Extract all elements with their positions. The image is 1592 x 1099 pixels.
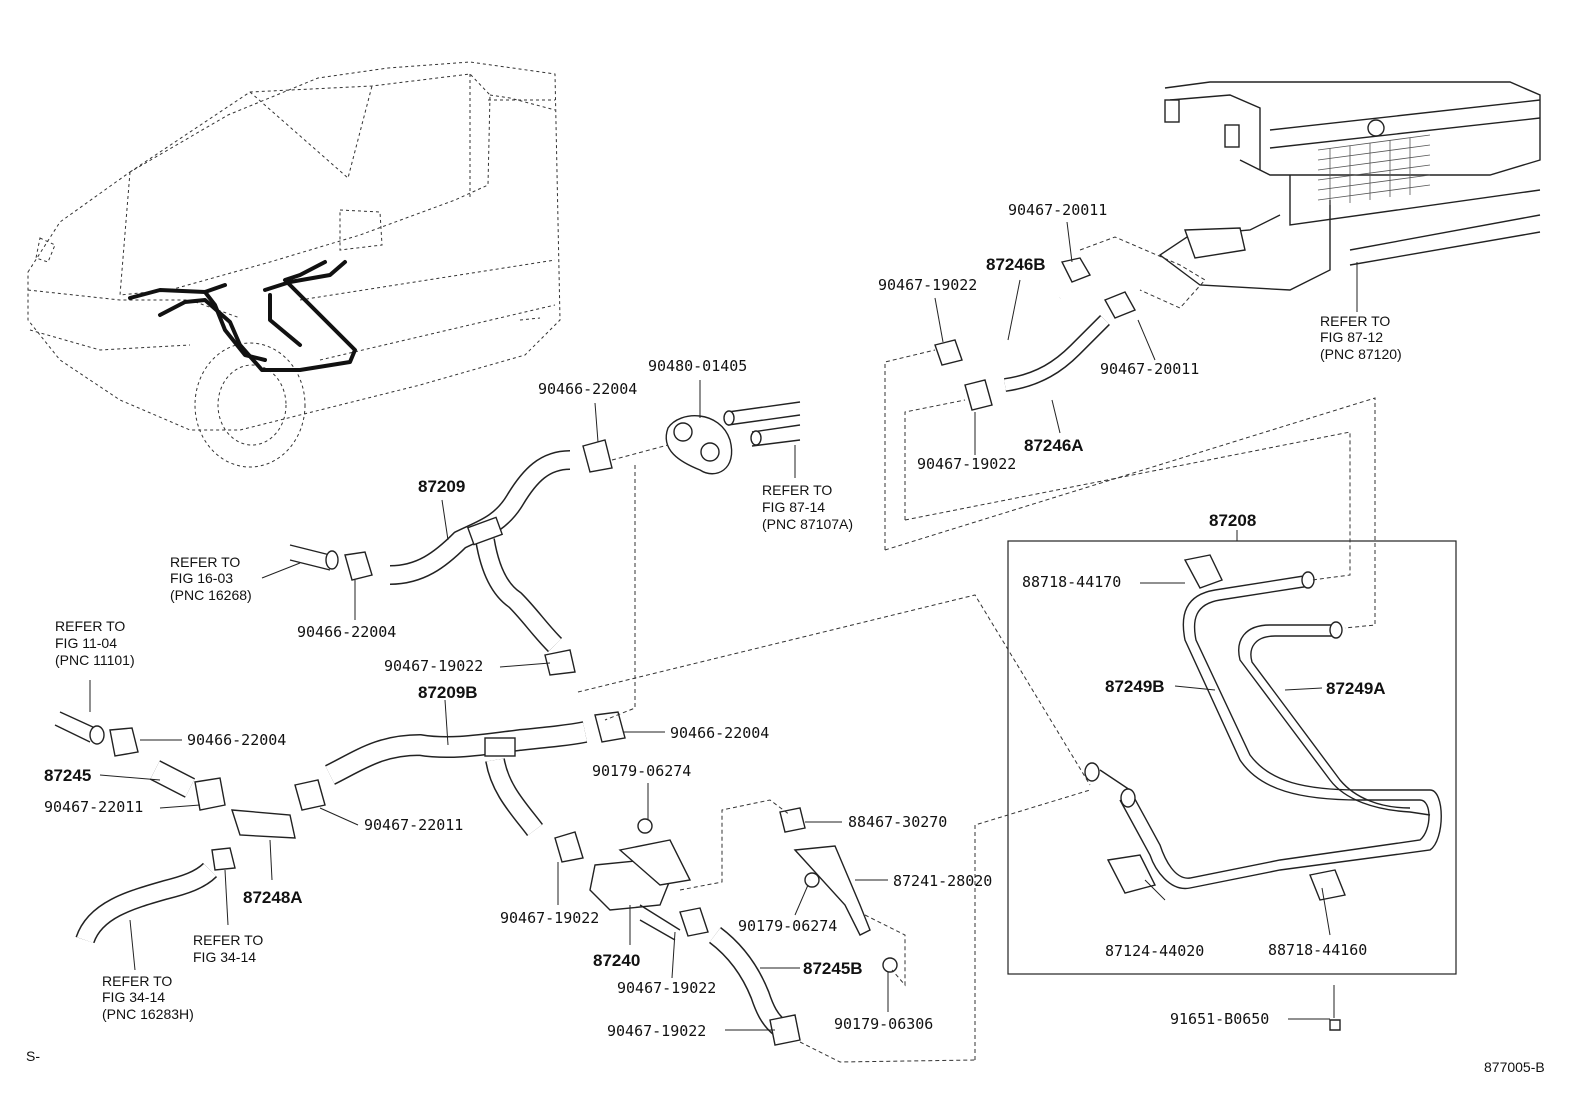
wire-harness-highlight — [128, 260, 357, 372]
label-87246B: 87246B — [986, 255, 1046, 274]
label-90466-22004-left: 90466-22004 — [297, 623, 396, 641]
hose-87209B-illustration — [294, 711, 626, 863]
label-90466-22004-top: 90466-22004 — [538, 380, 637, 398]
label-87249B: 87249B — [1105, 677, 1165, 696]
label-87209B: 87209B — [418, 683, 478, 702]
assembly-box-87208 — [1007, 540, 1457, 975]
hose-87246A-illustration — [964, 291, 1136, 411]
footer-left-mark: S- — [26, 1048, 40, 1064]
label-87249A: 87249A — [1326, 679, 1386, 698]
reference-34-14-b: REFER TO FIG 34-14 (PNC 16283H) — [102, 973, 194, 1022]
label-87248A: 87248A — [243, 888, 303, 907]
reference-87-12: REFER TO FIG 87-12 (PNC 87120) — [1320, 313, 1402, 362]
vehicle-outline-illustration — [27, 61, 561, 468]
reference-callouts: REFER TO FIG 87-12 (PNC 87120) REFER TO … — [55, 313, 1402, 1022]
label-88718-44170: 88718-44170 — [1022, 573, 1121, 591]
label-90179-06274-lower: 90179-06274 — [738, 917, 837, 935]
label-91651-B0650: 91651-B0650 — [1170, 1010, 1269, 1028]
label-90467-20011-top: 90467-20011 — [1008, 201, 1107, 219]
reference-34-14-a: REFER TO FIG 34-14 — [193, 932, 263, 965]
svg-text:REFER TO: REFER TO — [55, 618, 125, 634]
label-87241-28020: 87241-28020 — [893, 872, 992, 890]
label-87240: 87240 — [593, 951, 640, 970]
leader-lines — [89, 221, 1358, 1031]
label-90466-22004-far-left: 90466-22004 — [187, 731, 286, 749]
label-87246A: 87246A — [1024, 436, 1084, 455]
reference-11-04: REFER TO FIG 11-04 (PNC 11101) — [55, 618, 135, 668]
svg-text:REFER TO: REFER TO — [193, 932, 263, 948]
diagram-code: 877005-B — [1484, 1059, 1545, 1075]
grommet-illustration — [665, 401, 801, 475]
label-90480-01405: 90480-01405 — [648, 357, 747, 375]
label-90467-19022-upper: 90467-19022 — [878, 276, 977, 294]
label-87124-44020: 87124-44020 — [1105, 942, 1204, 960]
label-90467-19022-lower: 90467-19022 — [500, 909, 599, 927]
hose-87209-illustration — [289, 439, 613, 676]
svg-text:REFER TO: REFER TO — [170, 554, 240, 570]
label-88718-44160: 88718-44160 — [1268, 941, 1367, 959]
heater-unit-illustration — [1158, 81, 1541, 291]
label-90467-20011-mid: 90467-20011 — [1100, 360, 1199, 378]
hose-87246B-illustration — [934, 257, 1092, 366]
label-90467-19022-bottom: 90467-19022 — [607, 1022, 706, 1040]
svg-text:FIG 87-14: FIG 87-14 — [762, 499, 825, 515]
hose-87245B-illustration — [708, 807, 898, 1046]
label-87208: 87208 — [1209, 511, 1256, 530]
label-90467-19022-mid: 90467-19022 — [384, 657, 483, 675]
label-90467-22011-mid: 90467-22011 — [364, 816, 463, 834]
svg-text:FIG 34-14: FIG 34-14 — [193, 949, 256, 965]
svg-text:FIG 34-14: FIG 34-14 — [102, 989, 165, 1005]
label-88467-30270: 88467-30270 — [848, 813, 947, 831]
svg-text:FIG 11-04: FIG 11-04 — [55, 635, 117, 651]
svg-text:(PNC 16283H): (PNC 16283H) — [102, 1006, 194, 1022]
svg-text:REFER TO: REFER TO — [1320, 313, 1390, 329]
svg-text:(PNC 87107A): (PNC 87107A) — [762, 516, 853, 532]
svg-text:(PNC 11101): (PNC 11101) — [55, 652, 135, 668]
hose-87245-illustration — [54, 711, 296, 944]
svg-text:REFER TO: REFER TO — [762, 482, 832, 498]
pipe-assembly-87208-illustration — [1084, 554, 1442, 1031]
label-90179-06306: 90179-06306 — [834, 1015, 933, 1033]
label-90467-22011-left: 90467-22011 — [44, 798, 143, 816]
label-90467-19022-upper2: 90467-19022 — [917, 455, 1016, 473]
svg-text:FIG 87-12: FIG 87-12 — [1320, 329, 1383, 345]
part-labels: 90467-20011 87246B 90467-19022 90467-200… — [44, 201, 1386, 1040]
valve-87240-illustration — [589, 818, 709, 941]
reference-16-03: REFER TO FIG 16-03 (PNC 16268) — [170, 554, 252, 603]
svg-text:(PNC 87120): (PNC 87120) — [1320, 346, 1402, 362]
label-90179-06274-top: 90179-06274 — [592, 762, 691, 780]
label-87245: 87245 — [44, 766, 91, 785]
label-90466-22004-right: 90466-22004 — [670, 724, 769, 742]
svg-text:FIG 16-03: FIG 16-03 — [170, 570, 233, 586]
label-90467-19022-lower2: 90467-19022 — [617, 979, 716, 997]
svg-text:REFER TO: REFER TO — [102, 973, 172, 989]
label-87245B: 87245B — [803, 959, 863, 978]
dashed-connection-lines — [577, 236, 1376, 1063]
svg-text:(PNC 16268): (PNC 16268) — [170, 587, 252, 603]
label-87209: 87209 — [418, 477, 465, 496]
reference-87-14: REFER TO FIG 87-14 (PNC 87107A) — [762, 482, 853, 532]
